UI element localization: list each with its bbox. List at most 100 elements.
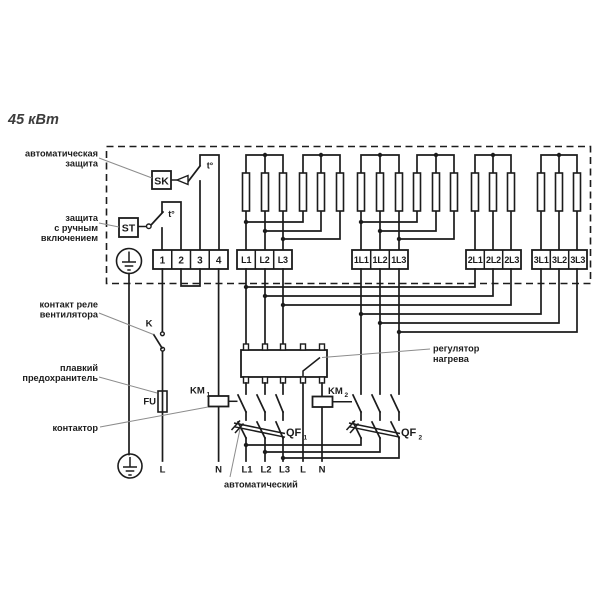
heating-element [298,172,308,212]
supply-phase-l2: L2 [260,465,271,476]
pe-ground [115,247,143,479]
ground-symbol-top [115,247,143,275]
terminal-1L2: 1L2 [373,255,388,265]
km2-index: 2 [345,392,349,399]
qf2-label: QF [401,427,417,439]
terminal-2L2: 2L2 [486,255,501,265]
svg-text:предохранитель: предохранитель [22,373,98,383]
st-label: ST [122,223,136,235]
terminal-1: 1 [160,256,166,267]
terminal-L1: L1 [241,255,251,265]
temp-sensor-label: t° [207,161,214,171]
regulator-internal-switch [302,356,321,376]
fan-relay-note: контакт реле [40,300,98,310]
regulator-box [240,349,328,378]
qf1-label: QF [286,427,302,439]
heating-element [335,172,345,212]
regulator-note: регулятор [433,344,480,354]
heater-enclosure-border [105,145,592,285]
thermal-protection-sk: SK t° [151,154,220,251]
heating-element [356,172,366,212]
power-rating-label: 45 кВт [7,112,59,128]
heating-element [316,172,326,212]
sk-label: SK [154,176,169,188]
contactor-km2: KM 2 [302,382,401,462]
terminal-3: 3 [197,256,203,267]
heating-element [488,172,498,212]
terminal-L3: L3 [278,255,288,265]
terminal-L2: L2 [259,255,269,265]
supply-n-km1: N [215,465,222,476]
fan-relay-contact-label: K [146,319,153,330]
terminal-block-2l: 2L1 2L2 2L3 [465,249,522,270]
heat-regulator [240,343,328,384]
contactor-note: контактор [53,423,99,433]
terminal-3L2: 3L2 [552,255,567,265]
thermal-protection-st: ST t° [118,201,182,251]
supply-terminals: L N L1 L2 L3 L N [160,442,326,476]
heating-element [278,172,288,212]
heating-element [470,172,480,212]
terminal-block-l: L1 L2 L3 [236,249,293,270]
supply-n-regulator: N [319,465,326,476]
qf1-index: 1 [304,435,308,442]
heating-element [260,172,270,212]
control-wiring: K FU KM 1 [143,268,238,462]
annotations: автоматическая защита защита с ручным вк… [22,149,479,490]
st-box [118,217,139,238]
heating-element [506,172,516,212]
st-contact-point [145,223,152,230]
contactor-km1-contacts [236,382,285,421]
terminal-3L3: 3L3 [570,255,585,265]
terminal-3L1: 3L1 [534,255,549,265]
heating-element [449,172,459,212]
terminal-2L1: 2L1 [468,255,483,265]
heating-element [241,172,251,212]
heating-element [431,172,441,212]
qf2-index: 2 [419,435,423,442]
auto-protection-note: автоматическая [25,149,98,159]
svg-text:включением: включением [41,233,98,243]
phase-links [243,268,578,395]
supply-l-regulator: L [300,465,306,476]
heating-element [375,172,385,212]
terminal-block-control: 1 2 3 4 [152,249,229,270]
supply-phase-l1: L1 [241,465,253,476]
heating-element [554,172,564,212]
manual-protection-note: защита [65,213,98,223]
svg-text:вентилятора: вентилятора [40,310,99,320]
terminal-block-3l: 3L1 3L2 3L3 [531,249,588,270]
svg-text:с ручным: с ручным [54,223,98,233]
km2-coil [311,395,334,408]
km1-coil [207,395,230,408]
km1-index: 1 [207,392,211,399]
heating-element [536,172,546,212]
fuse-note: плавкий [60,363,98,373]
supply-l-fuse: L [160,465,166,476]
sk-actuator-arrow-icon [175,174,189,186]
ground-symbol-bottom [117,453,143,479]
terminal-2: 2 [178,256,184,267]
terminal-1L3: 1L3 [391,255,406,265]
heater-bank-1l [356,152,459,251]
breaker-qf1: QF 1 [230,419,308,459]
svg-text:защита: защита [65,159,98,169]
k-contact-point [159,331,165,337]
heater-bank-2l [470,152,516,251]
terminal-2L3: 2L3 [504,255,519,265]
heating-element [394,172,404,212]
heater-bank-l [241,152,345,251]
km1-label: KM [190,386,205,397]
heating-element [412,172,422,212]
km2-label: KM [328,386,343,397]
svg-text:нагрева: нагрева [433,354,470,364]
fuse-symbol [157,390,168,413]
terminal-block-1l: 1L1 1L2 1L3 [351,249,409,270]
breaker-qf2: QF 2 [245,419,423,459]
terminal-1L1: 1L1 [354,255,369,265]
breaker-note: автоматический [224,480,298,490]
heater-bank-3l [536,152,582,251]
heating-element [572,172,582,212]
